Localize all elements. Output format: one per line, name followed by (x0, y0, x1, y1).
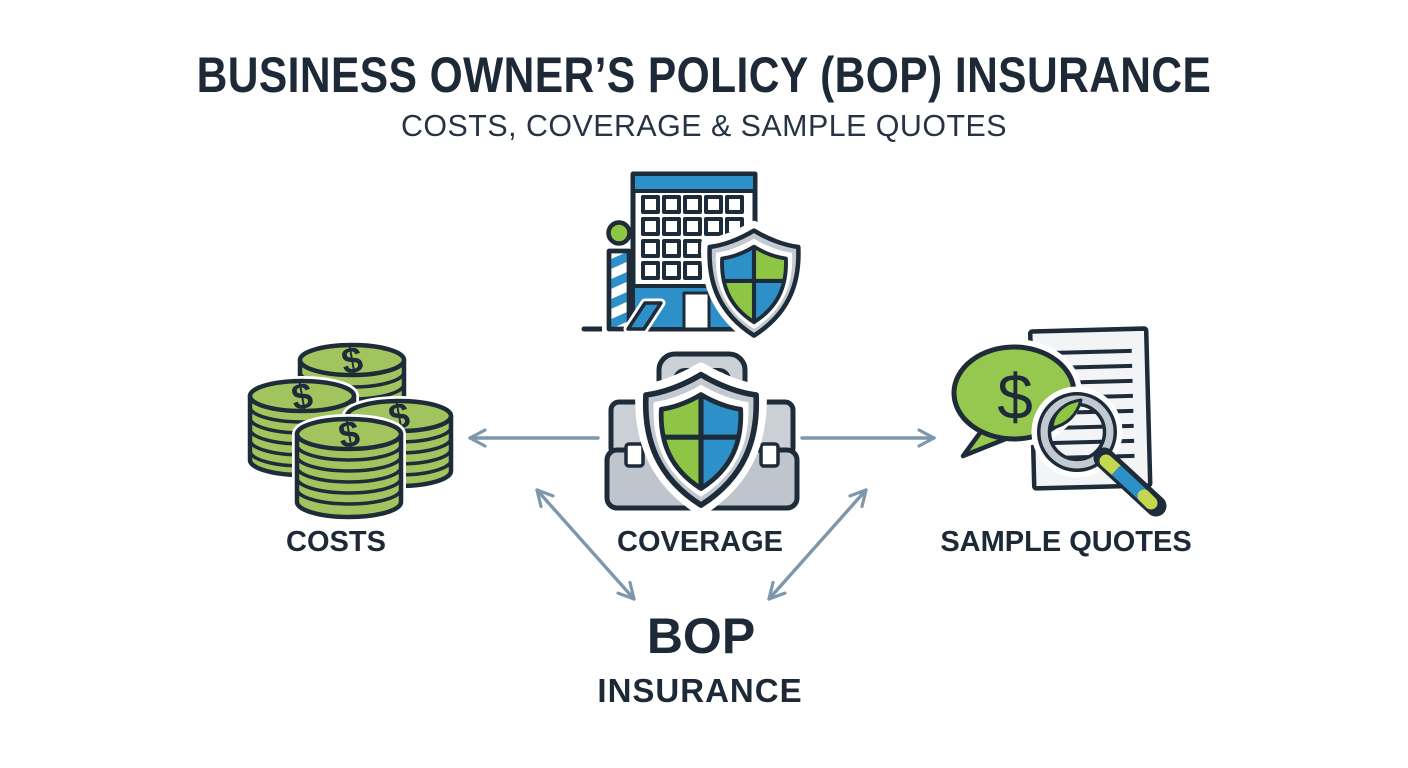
briefcase-shield-icon (604, 351, 800, 511)
magnifier-handle (1093, 447, 1167, 517)
roof-band (631, 172, 757, 193)
price-speech-bubble: $ (946, 339, 1082, 462)
page-subtitle: COSTS, COVERAGE & SAMPLE QUOTES (400, 108, 1008, 143)
double-arrow-coverage-bop-left (535, 488, 636, 601)
bop-hub-subtitle: INSURANCE (597, 672, 803, 709)
shield-icon (705, 225, 803, 340)
bop-hub-title: BOP (646, 608, 756, 664)
shield-icon (640, 367, 762, 511)
quote-bubble-document-magnifier-icon: $ (946, 326, 1167, 517)
latch-left (624, 442, 645, 468)
coverage-label: COVERAGE (617, 526, 783, 558)
latch-right (759, 442, 780, 468)
door (682, 291, 711, 331)
building-with-shield-icon (581, 171, 803, 340)
page-title: BUSINESS OWNER’S POLICY (BOP) INSURANCE (196, 47, 1212, 103)
coin-stacks-icon: $ $ (245, 338, 456, 522)
coin-stack-front: $ (292, 412, 406, 522)
pole-light (606, 220, 632, 246)
striped-pole (602, 220, 636, 334)
magnifier-icon (1031, 386, 1167, 517)
sample-quotes-label: SAMPLE QUOTES (940, 526, 1192, 558)
costs-label: COSTS (286, 526, 386, 558)
dollar-glyph: $ (997, 361, 1033, 433)
ramp (626, 301, 663, 331)
leaf (1050, 398, 1083, 430)
double-arrow-coverage-bop-right (767, 488, 868, 601)
connector-arrows (468, 428, 936, 601)
